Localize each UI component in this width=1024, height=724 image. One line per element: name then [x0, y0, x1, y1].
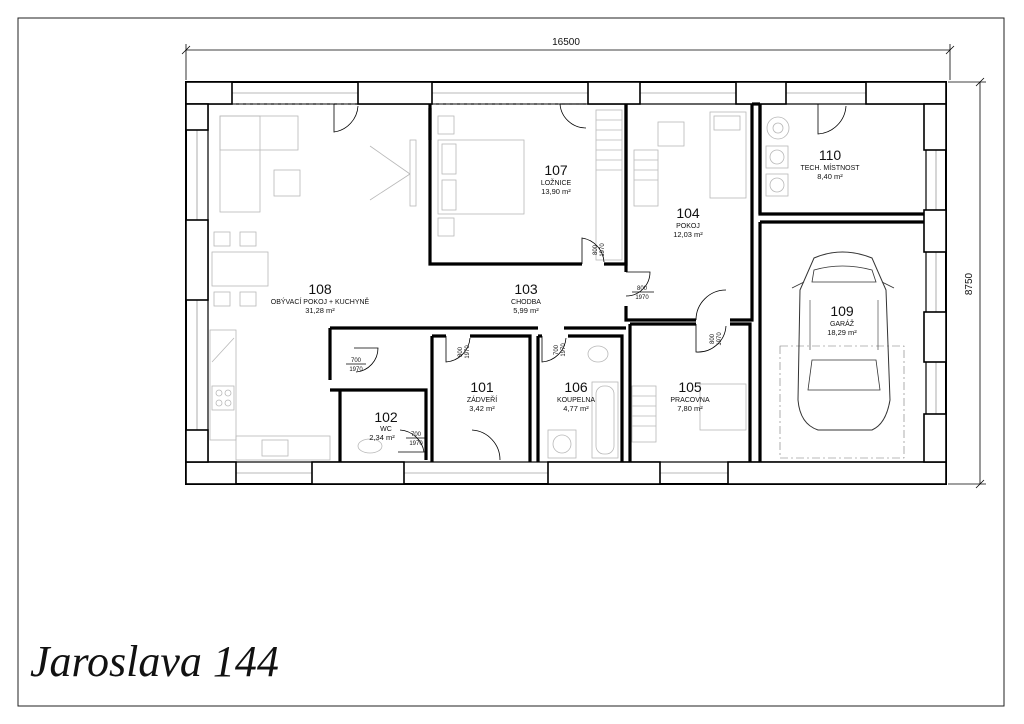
room-name: OBÝVACÍ POKOJ + KUCHYNĚ [271, 297, 370, 306]
room-label-105: 105 PRACOVNA 7,80 m² [670, 379, 710, 413]
room-label-103: 103 CHODBA 5,99 m² [511, 281, 541, 315]
room-label-102: 102 WC 2,34 m² [369, 409, 398, 442]
room-name: LOŽNICE [541, 178, 572, 187]
room-number: 109 [830, 303, 854, 319]
room-number: 110 [819, 147, 842, 163]
room-number: 101 [470, 379, 494, 395]
room-name: KOUPELNA [557, 397, 595, 404]
door-width: 800 [637, 286, 648, 292]
room-label-110: 110 TECH. MÍSTNOST 8,40 m² [800, 147, 860, 181]
room-label-109: 109 GARÁŽ 18,29 m² [827, 303, 857, 337]
room-name: WC [380, 426, 392, 433]
room-area: 2,34 m² [369, 433, 395, 442]
door-label-bedroom: 800 1970 [593, 243, 606, 257]
door-label-study: 800 1970 [710, 332, 723, 346]
room-area: 18,29 m² [827, 328, 857, 337]
door-width: 800 [710, 333, 716, 344]
room-area: 4,77 m² [563, 404, 589, 413]
room-number: 107 [544, 162, 568, 178]
room-name: GARÁŽ [830, 319, 855, 328]
door-width: 700 [351, 358, 362, 364]
room-area: 7,80 m² [677, 404, 703, 413]
walls [185, 81, 947, 485]
room-name: ZÁDVEŘÍ [467, 395, 497, 404]
room-label-101: 101 ZÁDVEŘÍ 3,42 m² [467, 379, 497, 413]
door-label-closet: 700 1970 [346, 358, 366, 373]
room-name: CHODBA [511, 299, 541, 306]
room-name: PRACOVNA [670, 397, 710, 404]
dimension-width-label: 16500 [552, 37, 580, 48]
room-area: 8,40 m² [817, 172, 843, 181]
room-area: 12,03 m² [673, 230, 703, 239]
room-number: 105 [678, 379, 702, 395]
door-label-wc: 700 1970 [406, 432, 426, 447]
room-name: TECH. MÍSTNOST [800, 163, 860, 172]
room-number: 106 [564, 379, 588, 395]
room-area: 13,90 m² [541, 187, 571, 196]
door-height: 1970 [561, 343, 567, 357]
room-label-104: 104 POKOJ 12,03 m² [673, 205, 703, 239]
dimension-width: 16500 [181, 37, 955, 80]
door-height: 1970 [600, 243, 606, 257]
project-title: Jaroslava 144 [30, 637, 279, 686]
furniture [209, 109, 790, 461]
door-height: 1970 [349, 367, 363, 373]
door-width: 800 [593, 244, 599, 255]
door-height: 1970 [465, 345, 471, 359]
room-area: 3,42 m² [469, 404, 495, 413]
room-number: 102 [374, 409, 398, 425]
car-icon [779, 251, 905, 459]
door-height: 1970 [409, 441, 423, 447]
room-label-107: 107 LOŽNICE 13,90 m² [541, 162, 572, 196]
room-name: POKOJ [676, 223, 700, 230]
room-area: 31,28 m² [305, 306, 335, 315]
room-area: 5,99 m² [513, 306, 539, 315]
room-number: 104 [676, 205, 700, 221]
door-width: 800 [458, 346, 464, 357]
sheet-border [17, 17, 1005, 707]
dimension-height-label: 8750 [964, 272, 975, 295]
door-swings [333, 103, 847, 463]
room-number: 103 [514, 281, 538, 297]
door-width: 700 [411, 432, 422, 438]
door-label-corridor: 800 1970 [632, 286, 654, 301]
room-number: 108 [308, 281, 332, 297]
dimension-height: 8750 [948, 77, 986, 489]
door-label-bath: 700 1970 [554, 343, 567, 357]
door-width: 700 [554, 344, 560, 355]
room-label-106: 106 KOUPELNA 4,77 m² [557, 379, 595, 413]
door-height: 1970 [717, 332, 723, 346]
door-height: 1970 [635, 295, 649, 301]
door-label-vestibule: 800 1970 [458, 345, 471, 359]
room-label-108: 108 OBÝVACÍ POKOJ + KUCHYNĚ 31,28 m² [271, 281, 370, 315]
